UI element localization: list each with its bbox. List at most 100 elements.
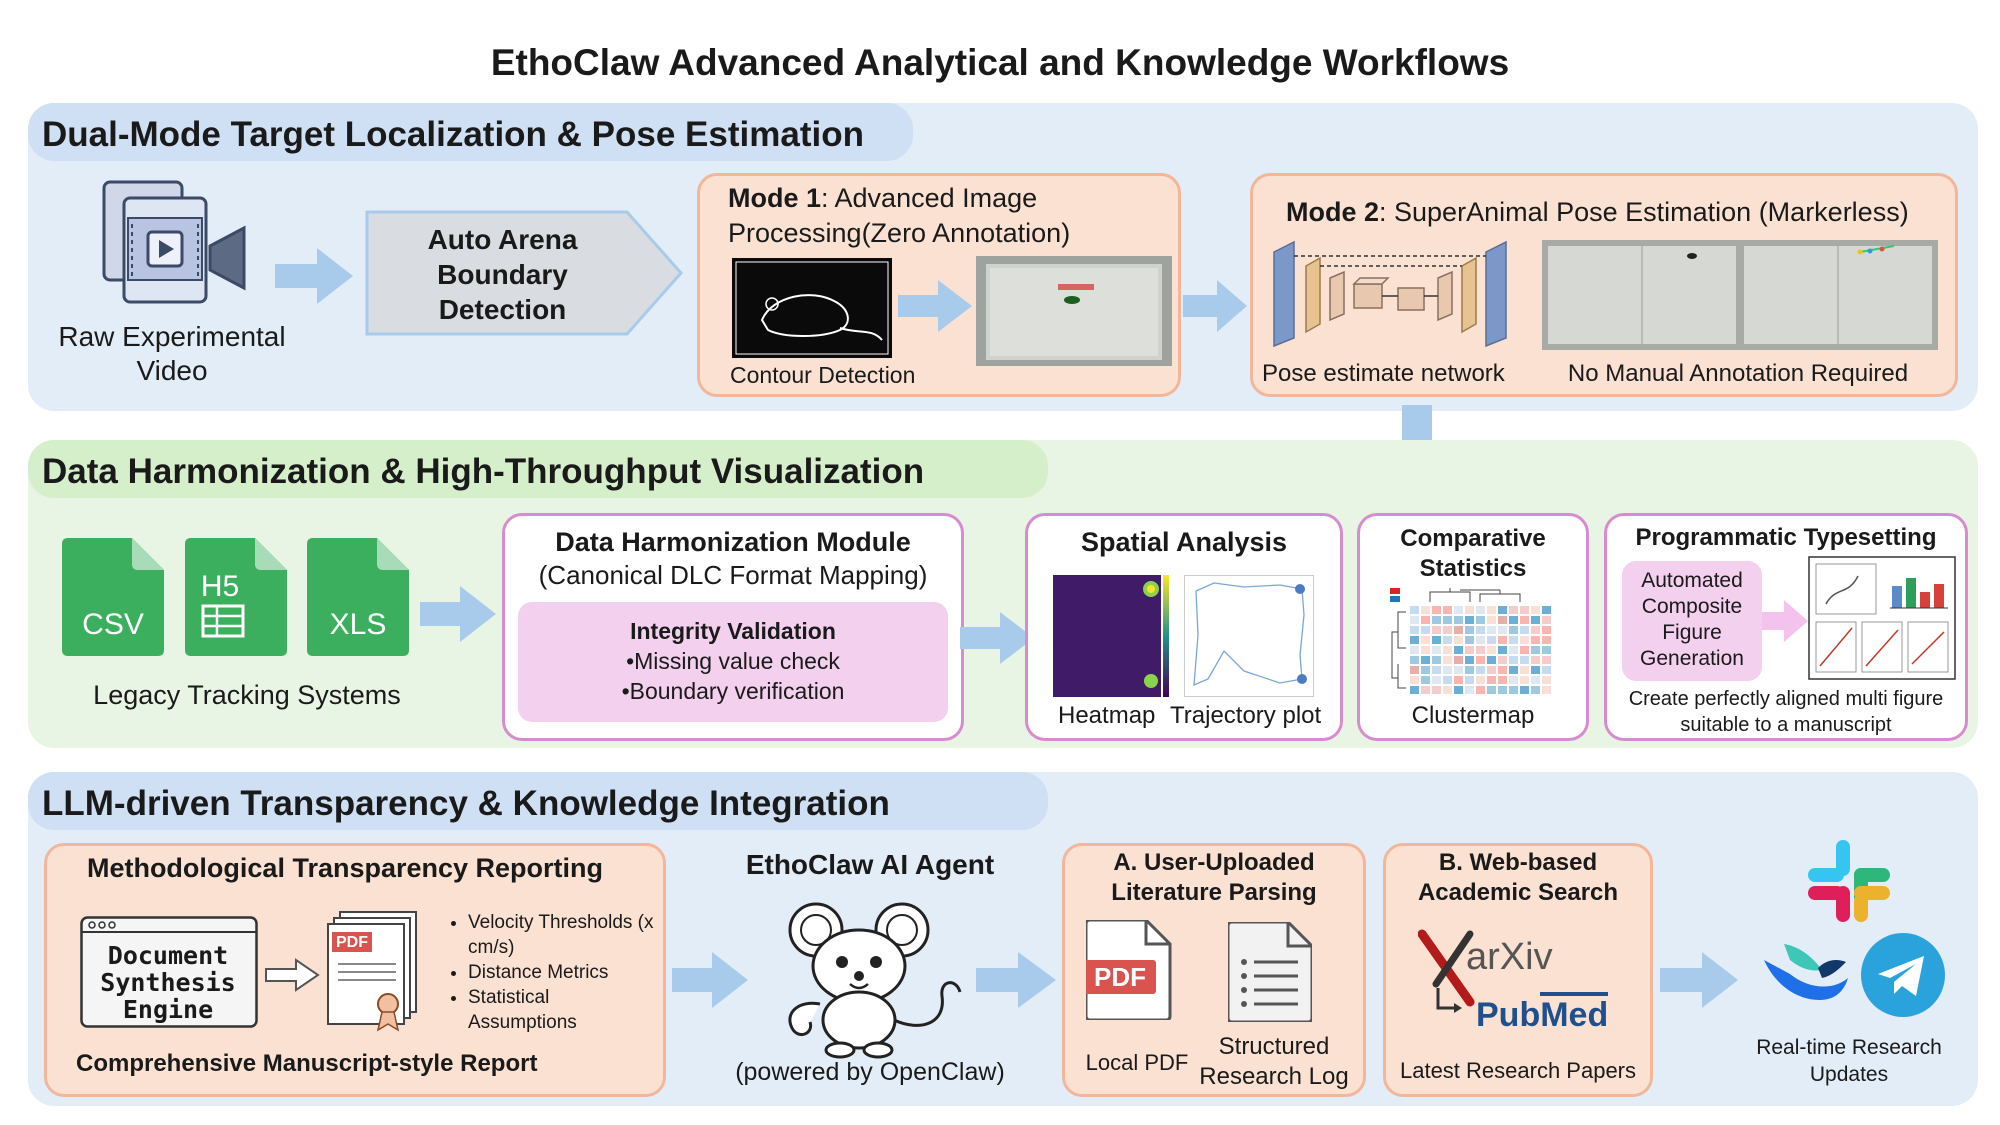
pdf-report-icon (327, 911, 417, 1032)
automated-figure-box (1622, 561, 1762, 681)
arrow-right-icon (976, 952, 1056, 1008)
h5-file-label: H5 (200, 570, 240, 603)
clustermap-cell (1443, 646, 1452, 654)
integrity-check-boundary: •Boundary verification (621, 678, 845, 704)
clustermap-cell (1509, 686, 1518, 694)
clustermap-cell (1432, 616, 1441, 624)
clustermap-cell (1421, 636, 1430, 644)
clustermap-cell (1531, 676, 1540, 684)
clustermap-cell (1531, 606, 1540, 614)
pdf-icon-label: PDF (1094, 962, 1146, 992)
clustermap-cell (1520, 616, 1529, 624)
clustermap-cell (1410, 606, 1419, 614)
trajectory-plot-label: Trajectory plot (1170, 702, 1322, 729)
clustermap-cell (1432, 626, 1441, 634)
clustermap-cell (1531, 666, 1540, 674)
xls-file-icon (307, 538, 409, 656)
reporting-footer: Comprehensive Manuscript-style Report (76, 1050, 538, 1077)
realtime-updates-label: Real-time Research Updates (1756, 1036, 1942, 1086)
clustermap-cell (1410, 656, 1419, 664)
mouse-mascot-icon (788, 902, 962, 1059)
clustermap-cell (1443, 626, 1452, 634)
local-pdf-label: Local PDF (1085, 1050, 1189, 1075)
heatmap-label: Heatmap (1058, 702, 1156, 729)
clustermap-cell (1476, 616, 1485, 624)
clustermap-cell (1509, 626, 1518, 634)
clustermap-cell (1531, 626, 1540, 634)
legacy-systems-label: Legacy Tracking Systems (93, 680, 401, 710)
clustermap-cell (1410, 636, 1419, 644)
section-localization-header: Dual-Mode Target Localization & Pose Est… (28, 103, 913, 161)
arrow-right-icon (1660, 952, 1738, 1008)
clustermap-cell (1476, 666, 1485, 674)
clustermap-cell (1476, 636, 1485, 644)
literature-parsing-title: A. User-Uploaded Literature Parsing (1111, 849, 1317, 906)
xls-file-label: XLS (329, 608, 387, 641)
clustermap-cell (1443, 616, 1452, 624)
clustermap-cell (1498, 616, 1507, 624)
clustermap-cell (1509, 636, 1518, 644)
heatmap-image (1053, 575, 1169, 697)
clustermap-cell (1432, 656, 1441, 664)
clustermap-cell (1487, 626, 1496, 634)
composite-figure-image (1808, 556, 1956, 680)
clustermap-cell (1410, 676, 1419, 684)
contour-detection-label: Contour Detection (730, 362, 916, 388)
clustermap-cell (1421, 616, 1430, 624)
reporting-title: Methodological Transparency Reporting (86, 853, 604, 883)
clustermap-cell (1542, 636, 1551, 644)
clustermap-cell (1421, 646, 1430, 654)
clustermap-cell (1454, 646, 1463, 654)
clustermap-cell (1421, 666, 1430, 674)
ai-agent-title: EthoClaw AI Agent (745, 849, 995, 880)
clustermap-cell (1509, 676, 1518, 684)
report-bullet: Velocity Thresholds (x cm/s) (468, 910, 656, 960)
clustermap-cell (1498, 626, 1507, 634)
clustermap-cell (1476, 646, 1485, 654)
arrow-right-icon (420, 586, 496, 642)
latest-papers-label: Latest Research Papers (1399, 1058, 1637, 1083)
clustermap-cell (1432, 676, 1441, 684)
clustermap-cell (1465, 646, 1474, 654)
clustermap-cell (1509, 616, 1518, 624)
slack-icon (1808, 840, 1890, 922)
clustermap-cell (1421, 686, 1430, 694)
clustermap-cell (1410, 686, 1419, 694)
no-annotation-label: No Manual Annotation Required (1567, 360, 1909, 387)
mode1-title: Mode 1: Advanced Image Processing(Zero A… (728, 183, 1071, 248)
clustermap-cell (1509, 656, 1518, 664)
typesetting-caption: Create perfectly aligned multi figure su… (1628, 688, 1944, 736)
clustermap-cell (1520, 626, 1529, 634)
clustermap-cell (1509, 646, 1518, 654)
h5-file-icon (185, 538, 287, 656)
clustermap-cell (1476, 606, 1485, 614)
clustermap-cell (1454, 666, 1463, 674)
arrow-right-icon (1183, 280, 1247, 332)
telegram-icon (1861, 933, 1945, 1017)
arrow-right-icon (672, 952, 748, 1008)
clustermap-cell (1476, 676, 1485, 684)
clustermap-cell (1487, 636, 1496, 644)
clustermap-cell (1454, 636, 1463, 644)
clustermap-cell (1476, 626, 1485, 634)
clustermap-cell (1454, 676, 1463, 684)
clustermap-cell (1498, 636, 1507, 644)
clustermap-cell (1454, 616, 1463, 624)
integrity-check-missing: •Missing value check (626, 648, 840, 674)
clustermap-cell (1443, 686, 1452, 694)
research-log-icon (1228, 922, 1312, 1022)
clustermap-cell (1498, 666, 1507, 674)
spatial-analysis-title: Spatial Analysis (1080, 527, 1288, 557)
arxiv-label: arXiv (1466, 936, 1553, 978)
page-title: EthoClaw Advanced Analytical and Knowled… (490, 42, 1510, 83)
arrow-right-outline-icon (265, 958, 320, 992)
clustermap-cell (1443, 636, 1452, 644)
clustermap-cell (1421, 676, 1430, 684)
clustermap-cell (1542, 666, 1551, 674)
csv-file-label: CSV (82, 608, 144, 641)
document-engine-window (80, 916, 258, 1028)
web-search-title: B. Web-based Academic Search (1417, 849, 1619, 906)
clustermap-cell (1520, 646, 1529, 654)
arena-detection-label: Auto Arena Boundary Detection (427, 224, 578, 325)
clustermap-cell (1520, 676, 1529, 684)
